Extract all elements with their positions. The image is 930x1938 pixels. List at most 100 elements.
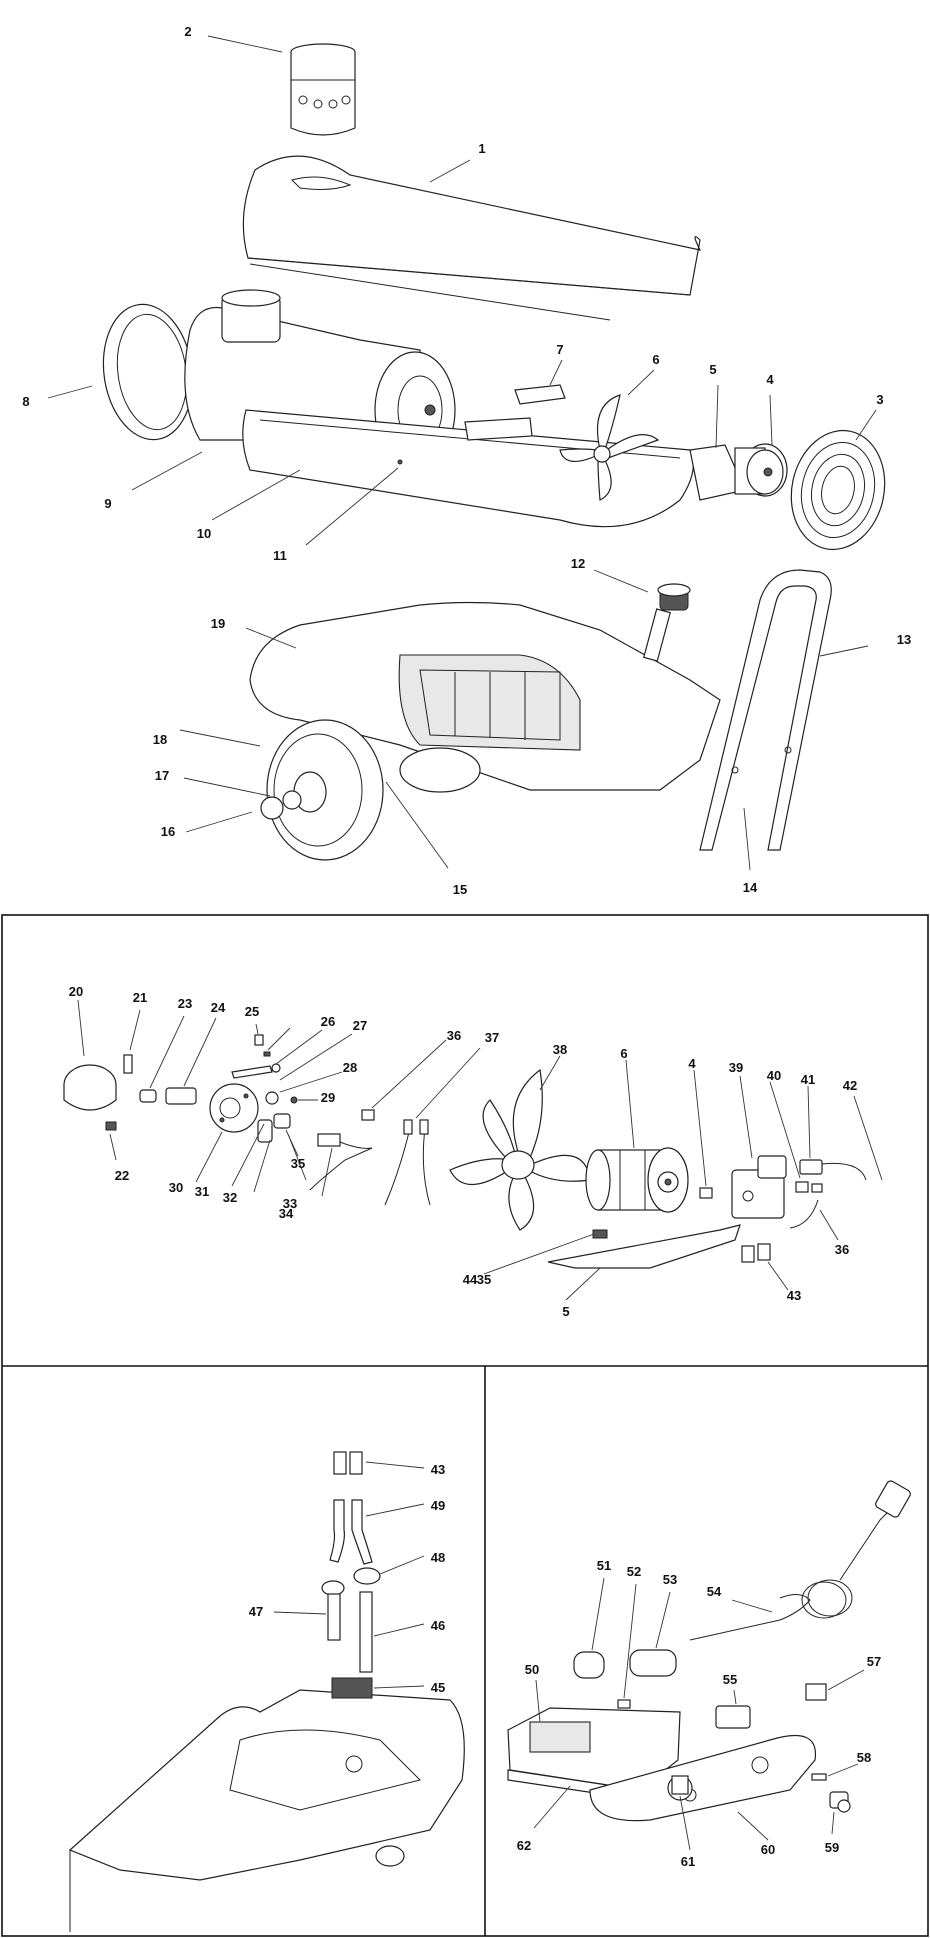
part-13-handle [699, 569, 832, 851]
callout-burner-assembly-42: 42 [843, 1078, 857, 1093]
part-46-tube [359, 1591, 373, 1673]
part-55-switch [715, 1705, 751, 1729]
callout-main-assembly-9: 9 [104, 496, 111, 511]
part-4-motor [734, 443, 788, 497]
callout-burner-assembly-21: 21 [133, 990, 147, 1005]
callout-main-assembly-18: 18 [153, 732, 167, 747]
part-41-42-fittings [789, 1159, 867, 1229]
part-22-clip [105, 1121, 117, 1131]
callout-burner-assembly-37: 37 [485, 1030, 499, 1045]
callout-main-assembly-17: 17 [155, 768, 169, 783]
callout-burner-assembly-38: 38 [553, 1042, 567, 1057]
callout-burner-assembly-41: 41 [801, 1072, 815, 1087]
callout-electrical-panel-62: 62 [517, 1838, 531, 1853]
callout-burner-assembly-22: 22 [115, 1168, 129, 1183]
part-12-fuel-cap [643, 583, 691, 662]
callout-burner-assembly-39: 39 [729, 1060, 743, 1075]
callout-main-assembly-19: 19 [211, 616, 225, 631]
part-40-fuel-pump [731, 1155, 787, 1219]
callout-main-assembly-16: 16 [161, 824, 175, 839]
callout-electrical-panel-53: 53 [663, 1572, 677, 1587]
main-assembly-drawing [102, 43, 886, 861]
callout-main-assembly-4: 4 [766, 372, 774, 387]
callout-main-assembly-3: 3 [876, 392, 883, 407]
callout-electrical-panel-55: 55 [723, 1672, 737, 1687]
callout-burner-assembly-32: 32 [223, 1190, 237, 1205]
callout-burner-assembly-20: 20 [69, 984, 83, 999]
part-24-adapter [165, 1087, 197, 1105]
callout-burner-assembly-23: 23 [178, 996, 192, 1011]
callout-main-assembly-13: 13 [897, 632, 911, 647]
callout-main-assembly-10: 10 [197, 526, 211, 541]
tank-fittings-drawing [68, 1451, 465, 1932]
part-54-power-cord [689, 1480, 911, 1641]
callout-electrical-panel-57: 57 [867, 1654, 881, 1669]
callout-burner-assembly-43: 43 [787, 1288, 801, 1303]
part-49-hoses [329, 1499, 373, 1565]
callout-burner-assembly-35: 35 [477, 1272, 491, 1287]
callout-electrical-panel-60: 60 [761, 1842, 775, 1857]
part-51-capacitor [573, 1651, 605, 1679]
callout-tank-fittings-48: 48 [431, 1550, 445, 1565]
part-61-knob [671, 1775, 689, 1795]
callout-burner-assembly-28: 28 [343, 1060, 357, 1075]
burner-assembly-drawing [63, 1034, 867, 1269]
callout-main-assembly-14: 14 [743, 880, 758, 895]
callout-burner-assembly-5: 5 [562, 1304, 569, 1319]
callout-burner-assembly-36: 36 [447, 1028, 461, 1043]
callout-main-assembly-5: 5 [709, 362, 716, 377]
part-23-fitting [139, 1089, 157, 1103]
callout-burner-assembly-24: 24 [211, 1000, 226, 1015]
part-6-fan-large [449, 1068, 591, 1231]
leader-lines [47, 35, 883, 1851]
callout-electrical-panel-58: 58 [857, 1750, 871, 1765]
part-43-bolts [333, 1451, 363, 1475]
callout-electrical-panel-54: 54 [707, 1584, 722, 1599]
callout-burner-assembly-35: 35 [291, 1156, 305, 1171]
callout-main-assembly-8: 8 [22, 394, 29, 409]
callout-burner-assembly-36: 36 [835, 1242, 849, 1257]
part-34-ignition-lead [309, 1133, 373, 1191]
callout-burner-assembly-44: 44 [463, 1272, 478, 1287]
callout-tank-fittings-43: 43 [431, 1462, 445, 1477]
callout-main-assembly-11: 11 [273, 548, 287, 563]
part-47-pickup [327, 1593, 341, 1641]
part-31-burner-head [209, 1083, 259, 1133]
electrical-panel-drawing [507, 1480, 911, 1822]
part-52-clip [617, 1699, 631, 1709]
part-18-wheel [260, 719, 384, 861]
callout-electrical-panel-59: 59 [825, 1840, 839, 1855]
part-59-thermostat [829, 1791, 851, 1813]
callout-burner-assembly-27: 27 [353, 1018, 367, 1033]
part-3-fan-guard [790, 429, 886, 551]
part-2-outlet-ring [290, 43, 356, 136]
callout-electrical-panel-52: 52 [627, 1564, 641, 1579]
callout-burner-assembly-31: 31 [195, 1184, 209, 1199]
part-21-nozzle [123, 1054, 133, 1074]
part-20-burner-tube [63, 1064, 117, 1111]
callout-main-assembly-2: 2 [184, 24, 191, 39]
callout-main-assembly-15: 15 [453, 882, 467, 897]
part-39-fitting [699, 1187, 713, 1199]
part-53-capacitor [629, 1649, 677, 1677]
callout-main-assembly-12: 12 [571, 556, 585, 571]
part-37-38-cables [361, 1109, 431, 1206]
part-5-mount-plate [547, 1224, 741, 1269]
callout-main-assembly-6: 6 [652, 352, 659, 367]
callout-burner-assembly-29: 29 [321, 1090, 335, 1105]
callout-burner-assembly-6: 6 [620, 1046, 627, 1061]
callout-burner-assembly-30: 30 [169, 1180, 183, 1195]
callout-tank-fittings-46: 46 [431, 1618, 445, 1633]
callout-burner-assembly-4: 4 [688, 1056, 696, 1071]
part-6-fan [559, 394, 660, 501]
callout-tank-fittings-45: 45 [431, 1680, 445, 1695]
callout-electrical-panel-51: 51 [597, 1558, 611, 1573]
callout-burner-assembly-33: 33 [283, 1196, 297, 1211]
panel-frames [1, 914, 929, 1937]
part-1-upper-shell [242, 155, 702, 321]
part-50-control-box [507, 1707, 681, 1791]
callout-burner-assembly-26: 26 [321, 1014, 335, 1029]
part-48-grommets [321, 1567, 381, 1596]
